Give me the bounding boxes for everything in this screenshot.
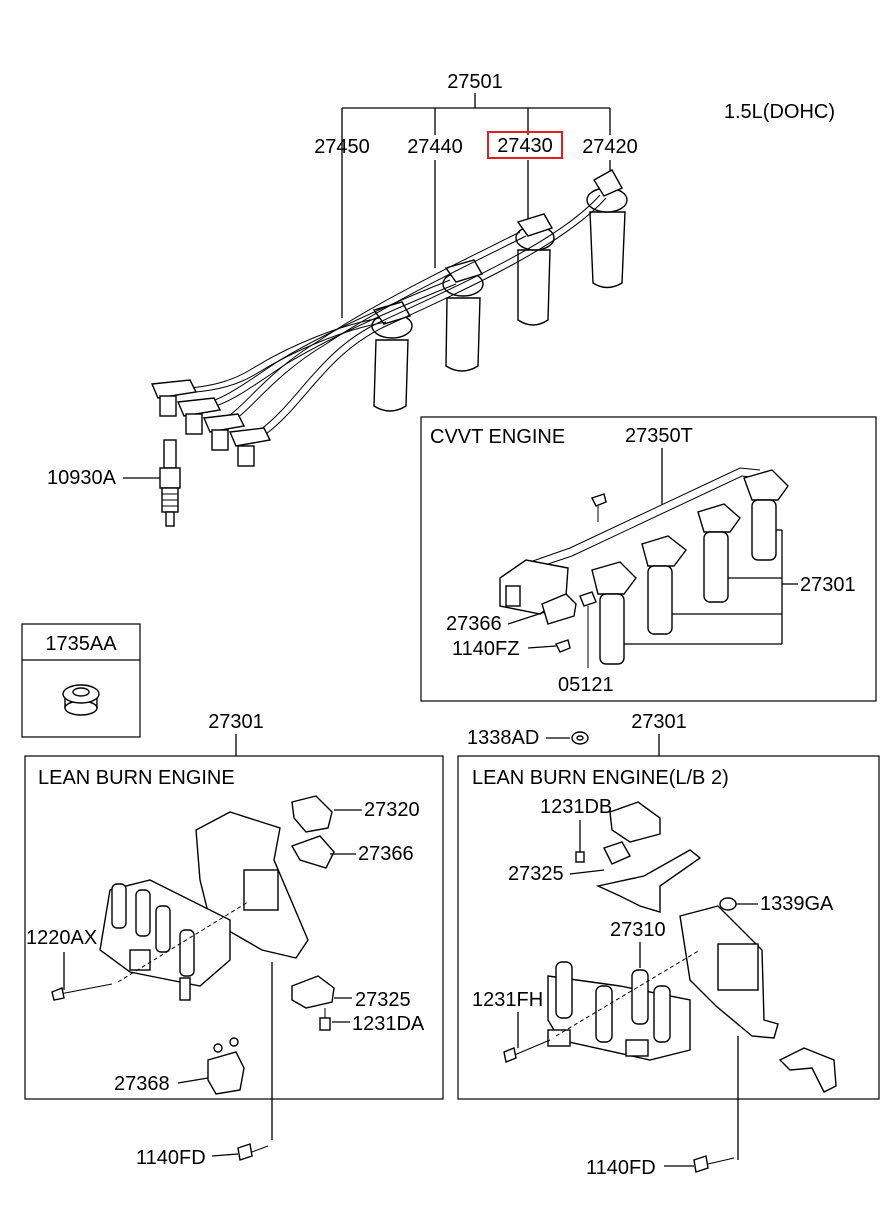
label-lean2-27325[interactable]: 27325 [508, 863, 564, 885]
label-27310[interactable]: 27310 [610, 919, 666, 941]
label-1338ad[interactable]: 1338AD [467, 727, 539, 749]
label-10930a[interactable]: 10930A [47, 467, 117, 489]
spark-plug [159, 439, 181, 527]
label-27450[interactable]: 27450 [314, 136, 370, 158]
label-27350t[interactable]: 27350T [625, 425, 693, 447]
cvvt-small-parts [541, 591, 597, 668]
lean-coil-assembly [51, 811, 309, 1001]
boot-2 [442, 259, 484, 372]
lean-section-box [24, 755, 444, 1100]
cvvt-section-box [420, 416, 877, 702]
highlight-box [487, 131, 563, 159]
cvvt-coils [499, 467, 789, 665]
lean2-connector [575, 801, 661, 865]
label-lean-27301[interactable]: 27301 [208, 711, 264, 733]
plug-boots [371, 169, 628, 412]
label-1735aa[interactable]: 1735AA [45, 633, 117, 655]
lean-bracket-27325 [291, 975, 335, 1031]
label-1339ga[interactable]: 1339GA [760, 893, 834, 915]
label-lean-27366[interactable]: 27366 [358, 843, 414, 865]
label-27501[interactable]: 27501 [447, 71, 503, 93]
label-1140fz[interactable]: 1140FZ [452, 638, 519, 660]
ignition-cables [189, 194, 607, 435]
lean-cap-27368 [207, 1037, 245, 1095]
label-1140fd-right[interactable]: 1140FD [586, 1157, 656, 1179]
bolt-1140fd-right [693, 1155, 735, 1173]
boot-3 [515, 213, 555, 326]
lean-section-title: LEAN BURN ENGINE [38, 767, 235, 789]
label-cvvt-27301[interactable]: 27301 [800, 574, 856, 596]
label-05121[interactable]: 05121 [558, 674, 614, 696]
plug-connectors [150, 379, 272, 467]
engine-spec-label: 1.5L(DOHC) [724, 101, 835, 123]
label-cvvt-27366[interactable]: 27366 [446, 613, 502, 635]
boot-1 [371, 301, 413, 412]
cable-set-leaders: 27501 [341, 71, 611, 318]
lean2-bracket [595, 849, 702, 913]
label-lean2-27301[interactable]: 27301 [631, 711, 687, 733]
grommet-icon [62, 684, 100, 716]
boot-4 [586, 169, 628, 289]
label-27320[interactable]: 27320 [364, 799, 420, 821]
label-1231db[interactable]: 1231DB [540, 796, 612, 818]
label-27368[interactable]: 27368 [114, 1073, 170, 1095]
label-lean-27325[interactable]: 27325 [355, 989, 411, 1011]
label-27420[interactable]: 27420 [582, 136, 638, 158]
label-1140fd-left[interactable]: 1140FD [136, 1147, 206, 1169]
nut-icon [571, 731, 589, 745]
label-27440[interactable]: 27440 [407, 136, 463, 158]
lean2-section-title: LEAN BURN ENGINE(L/B 2) [472, 767, 729, 789]
label-1231da[interactable]: 1231DA [352, 1013, 425, 1035]
lean-connectors [290, 795, 335, 869]
label-27430[interactable]: 27430 [497, 135, 553, 157]
cvvt-coil-leaders [624, 529, 798, 645]
bolt-1140fd-left [237, 1143, 269, 1161]
lean2-coil-assembly [503, 905, 837, 1093]
label-1231fh[interactable]: 1231FH [472, 989, 543, 1011]
label-1220ax[interactable]: 1220AX [26, 927, 97, 949]
lean2-nut [719, 897, 737, 911]
cvvt-section-title: CVVT ENGINE [430, 426, 565, 448]
lean2-section-box [457, 755, 880, 1100]
part-1735aa-box [21, 623, 141, 738]
